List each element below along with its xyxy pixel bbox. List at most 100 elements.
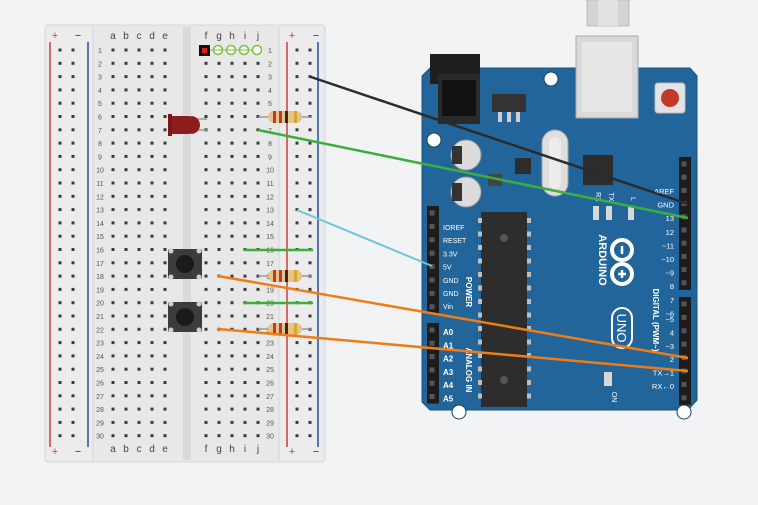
breadboard-hole[interactable] — [256, 101, 260, 105]
breadboard-hole[interactable] — [150, 434, 154, 438]
rail-hole[interactable] — [308, 354, 312, 358]
power-header-pin[interactable] — [429, 250, 435, 256]
breadboard-hole[interactable] — [137, 88, 141, 92]
rail-hole[interactable] — [58, 434, 62, 438]
breadboard-hole[interactable] — [163, 75, 167, 79]
rail-hole[interactable] — [295, 154, 299, 158]
breadboard-hole[interactable] — [137, 154, 141, 158]
analog-header-pin[interactable] — [429, 394, 435, 399]
breadboard-hole[interactable] — [163, 141, 167, 145]
breadboard-hole[interactable] — [163, 208, 167, 212]
breadboard-hole[interactable] — [111, 194, 115, 198]
breadboard-hole[interactable] — [163, 287, 167, 291]
rail-hole[interactable] — [308, 208, 312, 212]
breadboard-hole[interactable] — [243, 168, 247, 172]
breadboard-hole[interactable] — [256, 75, 260, 79]
breadboard-hole[interactable] — [163, 434, 167, 438]
rail-hole[interactable] — [58, 381, 62, 384]
rail-hole[interactable] — [295, 141, 299, 145]
breadboard-hole[interactable] — [256, 287, 260, 291]
breadboard-hole[interactable] — [124, 381, 128, 384]
breadboard-hole[interactable] — [150, 61, 154, 65]
breadboard-hole[interactable] — [163, 115, 167, 118]
analog-header-pin[interactable] — [429, 340, 435, 346]
breadboard-hole[interactable] — [243, 208, 247, 212]
power-header-pin[interactable] — [429, 223, 435, 229]
breadboard-hole[interactable] — [163, 48, 167, 52]
breadboard-hole[interactable] — [217, 75, 221, 79]
breadboard-hole[interactable] — [204, 327, 208, 331]
breadboard-hole[interactable] — [150, 381, 154, 384]
breadboard-hole[interactable] — [111, 434, 115, 438]
breadboard-hole[interactable] — [256, 181, 260, 185]
breadboard-hole[interactable] — [111, 221, 115, 225]
breadboard-hole[interactable] — [111, 274, 115, 278]
breadboard-hole[interactable] — [256, 367, 260, 371]
breadboard-hole[interactable] — [243, 88, 247, 92]
rail-hole[interactable] — [58, 75, 62, 79]
rail-hole[interactable] — [58, 154, 62, 158]
breadboard-hole[interactable] — [204, 274, 208, 278]
breadboard-hole[interactable] — [111, 287, 115, 291]
rail-hole[interactable] — [58, 194, 62, 198]
rail-hole[interactable] — [308, 234, 312, 238]
breadboard-hole[interactable] — [243, 194, 247, 198]
rail-hole[interactable] — [308, 287, 312, 291]
rail-hole[interactable] — [58, 248, 62, 251]
rail-hole[interactable] — [295, 367, 299, 371]
breadboard-hole[interactable] — [230, 168, 234, 172]
breadboard-hole[interactable] — [124, 88, 128, 92]
breadboard-hole[interactable] — [137, 274, 141, 278]
rail-hole[interactable] — [58, 101, 62, 105]
breadboard-hole[interactable] — [204, 141, 208, 145]
breadboard-hole[interactable] — [217, 88, 221, 92]
breadboard-hole[interactable] — [204, 208, 208, 212]
rail-hole[interactable] — [71, 141, 75, 145]
breadboard-hole[interactable] — [256, 88, 260, 92]
wire-pin3-orange[interactable] — [217, 274, 689, 360]
breadboard-hole[interactable] — [150, 88, 154, 92]
rail-hole[interactable] — [295, 75, 299, 79]
breadboard-hole[interactable] — [163, 221, 167, 225]
rail-hole[interactable] — [308, 154, 312, 158]
breadboard-hole[interactable] — [230, 61, 234, 65]
rail-hole[interactable] — [58, 168, 62, 172]
breadboard-hole[interactable] — [150, 128, 154, 132]
digital-header-low-pin[interactable] — [681, 381, 687, 387]
breadboard-hole[interactable] — [124, 128, 128, 132]
breadboard-hole[interactable] — [124, 341, 128, 345]
breadboard-hole[interactable] — [137, 354, 141, 358]
rail-hole[interactable] — [308, 341, 312, 345]
breadboard-hole[interactable] — [111, 115, 115, 118]
breadboard-hole[interactable] — [124, 154, 128, 158]
rail-hole[interactable] — [71, 48, 75, 52]
resistor[interactable] — [258, 323, 311, 335]
breadboard-hole[interactable] — [204, 394, 208, 398]
breadboard-hole[interactable] — [256, 407, 260, 411]
rail-hole[interactable] — [58, 261, 62, 265]
wire-pin2-orange[interactable] — [217, 327, 689, 373]
rail-hole[interactable] — [58, 314, 62, 318]
breadboard-hole[interactable] — [230, 407, 234, 411]
rail-hole[interactable] — [58, 221, 62, 225]
rail-hole[interactable] — [71, 115, 75, 118]
pushbutton[interactable] — [168, 248, 202, 280]
breadboard-hole[interactable] — [230, 181, 234, 185]
breadboard-hole[interactable] — [111, 314, 115, 318]
breadboard-hole[interactable] — [256, 434, 260, 438]
breadboard-hole[interactable] — [217, 115, 221, 118]
rail-hole[interactable] — [58, 354, 62, 358]
breadboard-hole[interactable] — [217, 234, 221, 238]
rail-hole[interactable] — [295, 101, 299, 105]
breadboard-hole[interactable] — [124, 434, 128, 438]
breadboard-hole[interactable] — [204, 381, 208, 384]
rail-hole[interactable] — [58, 407, 62, 411]
rail-hole[interactable] — [71, 327, 75, 331]
rail-hole[interactable] — [308, 168, 312, 172]
rail-hole[interactable] — [71, 381, 75, 384]
breadboard-hole[interactable] — [217, 367, 221, 371]
breadboard-hole[interactable] — [150, 194, 154, 198]
breadboard-hole[interactable] — [204, 341, 208, 345]
breadboard-hole[interactable] — [256, 208, 260, 212]
breadboard-hole[interactable] — [150, 301, 154, 305]
